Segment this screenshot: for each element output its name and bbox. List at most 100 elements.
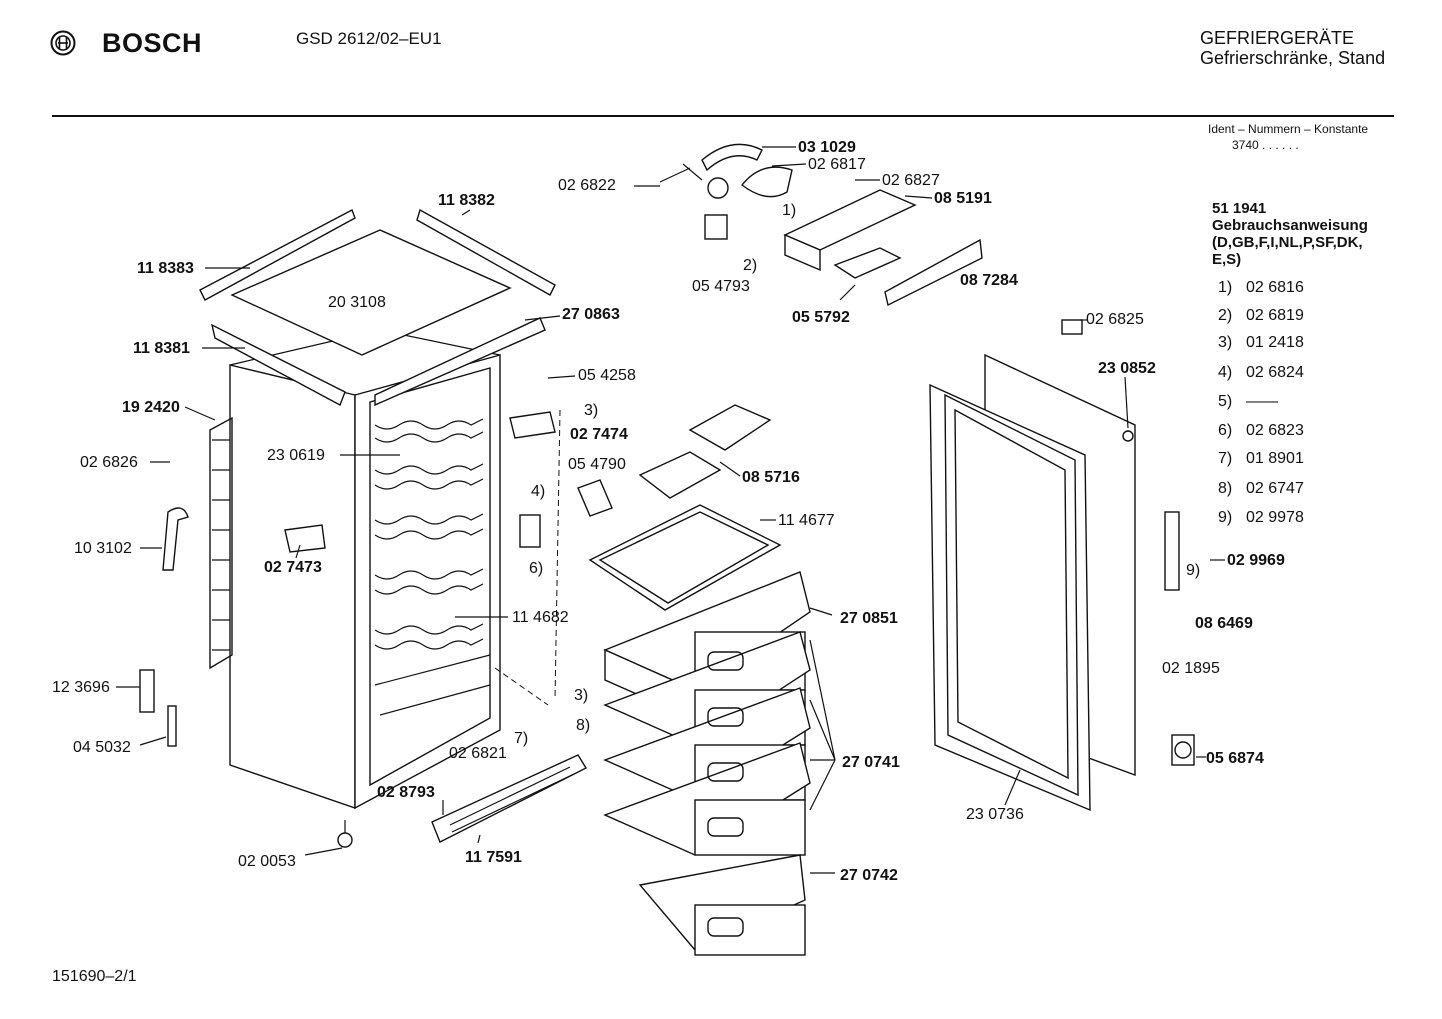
legend-part: —— [1246, 393, 1278, 410]
callout-118381: 11 8381 [133, 340, 190, 357]
key-marker-7: 7) [514, 730, 528, 747]
key-marker-1: 1) [782, 202, 796, 219]
legend-key: 6) [1218, 422, 1233, 439]
callout-027474: 02 7474 [570, 426, 628, 443]
key-marker-8: 8) [576, 717, 590, 734]
small-parts-left [139, 411, 613, 747]
manual-number: 51 1941 [1212, 200, 1267, 217]
manual-languages-2: E,S) [1212, 251, 1242, 268]
callout-028793: 02 8793 [377, 784, 435, 801]
callout-103102: 10 3102 [74, 540, 132, 557]
bosch-armature-icon [50, 30, 76, 56]
callout-020053: 02 0053 [238, 853, 296, 870]
category-line2: Gefrierschränke, Stand [1200, 48, 1386, 68]
legend-key: 1) [1218, 279, 1233, 296]
freezer-door [929, 353, 1136, 812]
callout-230736: 23 0736 [966, 806, 1024, 823]
callout-270851: 27 0851 [840, 610, 898, 627]
manual-title: Gebrauchsanweisung [1212, 217, 1368, 234]
freezer-drawers [603, 571, 811, 956]
construction-line [554, 409, 561, 701]
callout-270863: 27 0863 [562, 306, 620, 323]
legend-part: 02 6816 [1246, 279, 1304, 296]
callout-021895: 02 1895 [1162, 660, 1220, 677]
callout-026817: 02 6817 [808, 156, 866, 173]
thermostat-assembly [659, 143, 983, 307]
callout-026825: 02 6825 [1086, 311, 1144, 328]
legend-part: 02 6823 [1246, 422, 1304, 439]
legend-key: 2) [1218, 307, 1233, 324]
callout-123696: 12 3696 [52, 679, 110, 696]
legend-part: 02 6824 [1246, 364, 1304, 381]
top-cover [210, 229, 546, 407]
legend-key: 9) [1218, 509, 1233, 526]
callout-085191: 08 5191 [934, 190, 992, 207]
brand-name: BOSCH [102, 28, 203, 58]
manual-languages-1: (D,GB,F,I,NL,P,SF,DK, [1212, 234, 1363, 251]
ident-label: Ident – Nummern – Konstante [1208, 122, 1369, 136]
callout-045032: 04 5032 [73, 739, 131, 756]
callout-270741: 27 0741 [842, 754, 900, 771]
legend-row-2: 2) 02 6819 [1218, 307, 1304, 325]
legend-part: 02 6747 [1246, 480, 1304, 497]
ident-value: 3740 . . . . . . [1232, 138, 1299, 152]
callout-027473: 02 7473 [264, 559, 322, 576]
model-number: GSD 2612/02–EU1 [296, 29, 442, 48]
callout-230619: 23 0619 [267, 447, 325, 464]
top-rails [199, 208, 556, 301]
callout-087284: 08 7284 [960, 272, 1018, 289]
legend-part: 02 9978 [1246, 509, 1304, 526]
callout-031029: 03 1029 [798, 139, 856, 156]
callout-026826: 02 6826 [80, 454, 138, 471]
callout-118383: 11 8383 [137, 260, 194, 277]
legend-row-8: 8) 02 6747 [1218, 480, 1304, 498]
header-rule [52, 115, 1394, 117]
legend-part: 02 6819 [1246, 307, 1304, 324]
key-marker-3a: 3) [584, 402, 598, 419]
legend-part: 01 2418 [1246, 334, 1304, 351]
callout-056874: 05 6874 [1206, 750, 1264, 767]
callout-192420: 19 2420 [122, 399, 180, 416]
callout-086469: 08 6469 [1195, 615, 1253, 632]
legend-row-6: 6) 02 6823 [1218, 422, 1304, 440]
hinge-parts [1061, 319, 1195, 766]
construction-line [494, 667, 549, 706]
key-marker-3b: 3) [574, 687, 588, 704]
callout-054790: 05 4790 [568, 456, 626, 473]
legend-row-9: 9) 02 9978 [1218, 509, 1304, 527]
callout-114682: 11 4682 [512, 609, 569, 626]
leader-lines [116, 146, 1225, 874]
callout-114677: 11 4677 [778, 512, 835, 529]
key-marker-2: 2) [743, 257, 757, 274]
base-grille [337, 754, 587, 848]
legend-row-3: 3)01 2418 [1218, 334, 1304, 352]
callout-085716: 08 5716 [742, 469, 800, 486]
key-marker-6: 6) [529, 560, 543, 577]
callout-054258: 05 4258 [578, 367, 636, 384]
accumulators-and-shelf [588, 404, 782, 611]
callout-117591: 11 7591 [465, 849, 522, 866]
key-marker-9: 9) [1186, 562, 1200, 579]
callout-203108: 20 3108 [328, 294, 386, 311]
condenser [209, 416, 233, 670]
callout-270742: 27 0742 [840, 867, 898, 884]
legend-part: 01 8901 [1246, 450, 1304, 467]
legend-key: 4) [1218, 364, 1233, 381]
callout-026827: 02 6827 [882, 172, 940, 189]
callout-055792: 05 5792 [792, 309, 850, 326]
legend-row-1: 1) 02 6816 [1218, 279, 1304, 297]
legend-key: 5) [1218, 393, 1233, 410]
legend-key: 7) [1218, 450, 1233, 467]
category-line1: GEFRIERGERÄTE [1200, 28, 1355, 48]
callout-026821: 02 6821 [449, 745, 507, 762]
callout-230852: 23 0852 [1098, 360, 1156, 377]
legend-row-5: 5) —— [1218, 393, 1278, 411]
legend-row-7: 7) 01 8901 [1218, 450, 1304, 468]
callout-054793: 05 4793 [692, 278, 750, 295]
callout-029969: 02 9969 [1227, 552, 1285, 569]
legend-row-4: 4) 02 6824 [1218, 364, 1304, 382]
callout-118382: 11 8382 [438, 192, 495, 209]
callout-026822: 02 6822 [558, 177, 616, 194]
legend-key: 8) [1218, 480, 1233, 497]
